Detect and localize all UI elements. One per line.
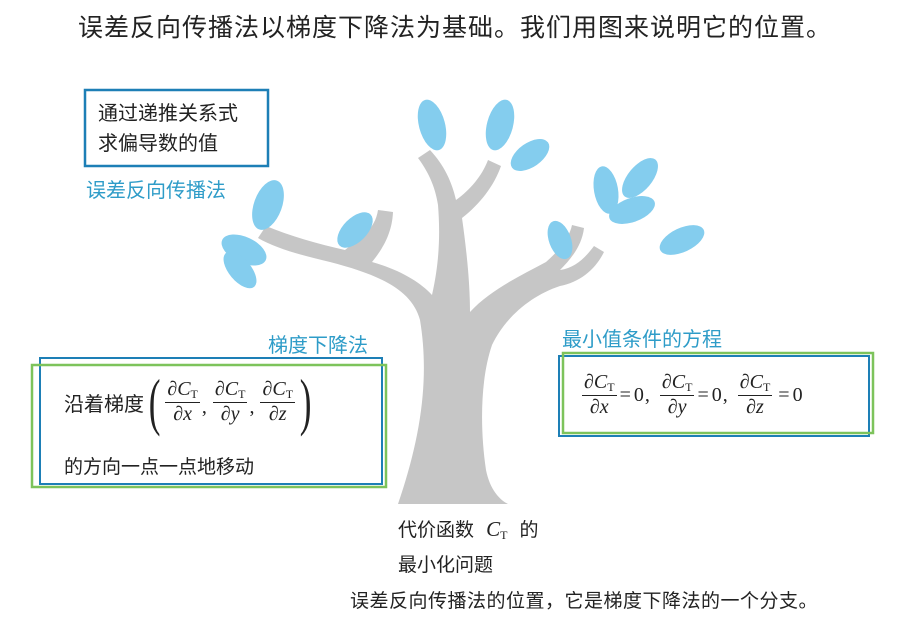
cost-line2: 最小化问题 [398, 554, 494, 576]
gradient-prefix: 沿着梯度 [64, 391, 144, 416]
backprop-label: 误差反向传播法 [86, 178, 226, 202]
backprop-box [83, 88, 270, 168]
partial-fraction-x: ∂CT ∂x [165, 378, 200, 425]
left-paren: ( [148, 366, 161, 437]
eq-fraction-y: ∂CT ∂y [659, 371, 695, 418]
eq-fraction-x: ∂CT ∂x [582, 371, 617, 418]
right-paren: ) [299, 366, 312, 437]
partial-fraction-z: ∂CT ∂z [260, 378, 296, 425]
gradient-box-green [30, 363, 388, 489]
cost-line1-prefix: 代价函数 [398, 519, 475, 541]
leaf-icon [547, 220, 573, 260]
gradient-formula: 沿着梯度 ( ∂CT ∂x , ∂CT ∂y , ∂CT ∂z ) [64, 366, 312, 437]
leaf-icon [417, 99, 447, 151]
headline: 误差反向传播法以梯度下降法为基础。我们用图来说明它的位置。 [77, 13, 832, 42]
leaf-icon [609, 196, 655, 224]
leaf-icon [485, 99, 515, 151]
eq-fraction-z: ∂CT ∂z [737, 371, 773, 418]
backprop-box-line1: 通过递推关系式 [98, 101, 238, 125]
cost-label: 代价函数 CT 的 最小化问题 [398, 514, 538, 580]
minimum-equations: ∂CT ∂x = 0 , ∂CT ∂y = 0 , ∂CT ∂z = 0 [582, 371, 803, 418]
leaf-icon [223, 251, 257, 289]
caption: 误差反向传播法的位置，它是梯度下降法的一个分支。 [350, 590, 819, 612]
minimum-box-blue [558, 355, 870, 437]
leaf-icon [510, 139, 550, 171]
gradient-label: 梯度下降法 [268, 333, 368, 357]
minimum-label: 最小值条件的方程 [562, 327, 722, 351]
backprop-box-text: 通过递推关系式 求偏导数的值 [98, 98, 238, 158]
partial-fraction-y: ∂CT ∂y [212, 378, 248, 425]
leaf-icon [252, 180, 284, 230]
tree-trunk [258, 150, 604, 504]
backprop-box-line2: 求偏导数的值 [98, 131, 218, 155]
gradient-box-blue [39, 357, 383, 485]
leaf-icon [622, 158, 658, 198]
leaf-icon [659, 225, 705, 255]
cost-symbol: C [486, 517, 501, 541]
gradient-suffix: 的方向一点一点地移动 [64, 456, 255, 478]
cost-line1-suffix: 的 [519, 519, 539, 541]
minimum-box-green [561, 351, 875, 435]
leaves [221, 99, 705, 289]
leaf-icon [593, 166, 619, 214]
leaf-icon [337, 212, 373, 248]
